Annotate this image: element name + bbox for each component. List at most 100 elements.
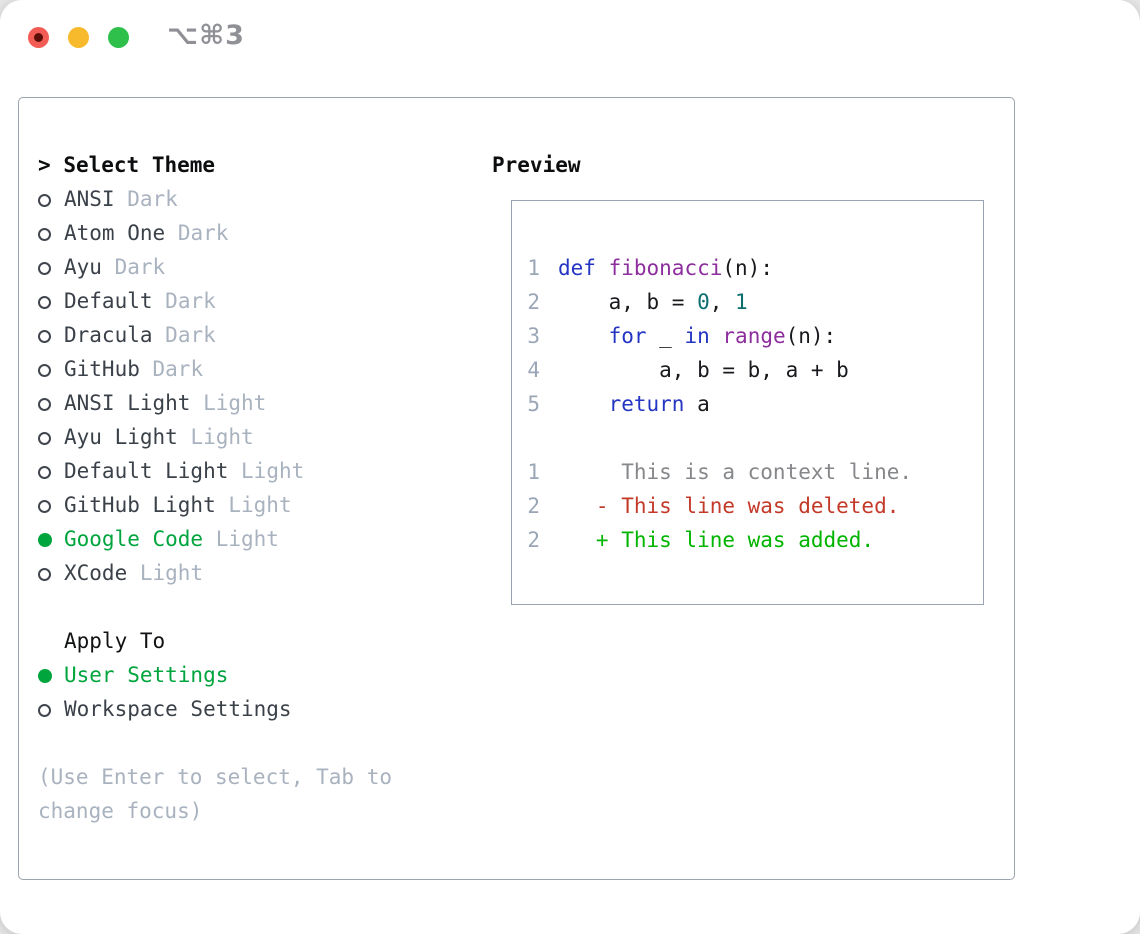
theme-name-spacer xyxy=(216,493,229,517)
theme-option[interactable]: Google Code Light xyxy=(38,522,488,556)
theme-option[interactable]: XCode Light xyxy=(38,556,488,590)
code-line: 2 - This line was deleted. xyxy=(527,489,983,523)
theme-variant-tag: Light xyxy=(203,391,267,415)
selection-caret-icon: > xyxy=(38,153,51,177)
code-line: 5 return a xyxy=(527,387,983,421)
code-line: 1 This is a context line. xyxy=(527,455,983,489)
code-content: + This line was added. xyxy=(558,528,874,552)
theme-name: Dracula xyxy=(64,323,153,347)
theme-name-spacer xyxy=(153,289,166,313)
token-kw: def xyxy=(558,256,596,280)
theme-name-spacer xyxy=(140,357,153,381)
theme-variant-tag: Dark xyxy=(152,357,204,381)
theme-name: GitHub Light xyxy=(64,493,216,517)
minimize-button[interactable] xyxy=(68,27,89,48)
code-content: a, b = 0, 1 xyxy=(558,290,748,314)
radio-icon xyxy=(38,364,51,377)
theme-name: Default Light xyxy=(64,459,229,483)
token-pl xyxy=(558,324,609,348)
theme-option[interactable]: ANSI Light Light xyxy=(38,386,488,420)
line-number: 5 xyxy=(527,392,540,416)
theme-name: ANSI Light xyxy=(64,391,191,415)
zoom-button[interactable] xyxy=(108,27,129,48)
theme-name-spacer xyxy=(190,391,203,415)
theme-option[interactable]: Ayu Light Light xyxy=(38,420,488,454)
theme-name: Ayu Light xyxy=(64,425,178,449)
theme-variant-tag: Dark xyxy=(165,323,216,347)
token-pl: _ xyxy=(646,324,685,348)
token-kw: in xyxy=(684,324,710,348)
preview-heading: Preview xyxy=(492,153,581,177)
theme-option[interactable]: Atom One Dark xyxy=(38,216,488,250)
code-line xyxy=(527,421,983,455)
theme-option[interactable]: Default Dark xyxy=(38,284,488,318)
token-fn: range xyxy=(722,324,786,348)
theme-option[interactable]: Default Light Light xyxy=(38,454,488,488)
code-line: 2 + This line was added. xyxy=(527,523,983,557)
theme-option[interactable]: Ayu Dark xyxy=(38,250,488,284)
token-add: + This line was added. xyxy=(558,528,875,552)
hint-text: (Use Enter to select, Tab to change focu… xyxy=(38,760,488,828)
theme-name: Default xyxy=(64,289,153,313)
theme-option[interactable]: GitHub Light Light xyxy=(38,488,488,522)
token-pl xyxy=(558,392,609,416)
titlebar: ⌥⌘3 xyxy=(0,0,1140,70)
close-button-dot xyxy=(34,33,43,42)
radio-icon xyxy=(38,500,51,513)
theme-variant-tag: Dark xyxy=(127,187,178,211)
token-pl: (n): xyxy=(785,324,837,348)
token-pl xyxy=(710,324,723,348)
apply-option-label: Workspace Settings xyxy=(64,697,292,721)
code-content: for _ in range(n): xyxy=(558,324,837,348)
code-content: This is a context line. xyxy=(558,460,912,484)
theme-variant-tag: Dark xyxy=(114,255,166,279)
theme-variant-tag: Light xyxy=(241,459,305,483)
radio-icon xyxy=(38,398,51,411)
token-pl: (n): xyxy=(722,256,773,280)
select-theme-heading-spacer xyxy=(51,153,64,177)
apply-option[interactable]: User Settings xyxy=(38,658,488,692)
theme-name-spacer xyxy=(127,561,140,585)
line-number: 3 xyxy=(527,324,540,348)
line-number: 2 xyxy=(527,290,540,314)
close-button[interactable] xyxy=(28,27,49,48)
radio-icon xyxy=(38,466,51,479)
code-content: def fibonacci(n): xyxy=(558,256,773,280)
theme-name: Atom One xyxy=(64,221,166,245)
token-pl: a xyxy=(684,392,710,416)
line-number: 1 xyxy=(527,256,540,280)
theme-name: Ayu xyxy=(64,255,102,279)
theme-variant-tag: Light xyxy=(215,527,279,551)
code-content: - This line was deleted. xyxy=(558,494,899,518)
hint-line-2: change focus) xyxy=(38,799,203,823)
token-fn: fibonacci xyxy=(608,256,723,280)
theme-option[interactable]: ANSI Dark xyxy=(38,182,488,216)
token-kw: return xyxy=(608,392,685,416)
radio-icon xyxy=(38,330,51,343)
radio-icon xyxy=(38,296,51,309)
theme-option[interactable]: Dracula Dark xyxy=(38,318,488,352)
theme-option[interactable]: GitHub Dark xyxy=(38,352,488,386)
token-num: 0 xyxy=(697,290,710,314)
theme-name-spacer xyxy=(203,527,216,551)
apply-option[interactable]: Workspace Settings xyxy=(38,692,488,726)
radio-icon xyxy=(38,432,51,445)
apply-to-heading: Apply To xyxy=(64,629,166,653)
theme-variant-tag: Light xyxy=(139,561,204,585)
theme-name: ANSI xyxy=(64,187,115,211)
theme-variant-tag: Dark xyxy=(165,289,216,313)
theme-name-spacer xyxy=(153,323,166,347)
code-line: 2 a, b = 0, 1 xyxy=(527,285,983,319)
token-pl: a, b = xyxy=(558,290,698,314)
token-del: - This line was deleted. xyxy=(558,494,900,518)
radio-icon xyxy=(38,568,51,581)
theme-variant-tag: Dark xyxy=(177,221,229,245)
token-pl: , xyxy=(709,290,736,314)
code-content: a, b = b, a + b xyxy=(558,358,849,382)
